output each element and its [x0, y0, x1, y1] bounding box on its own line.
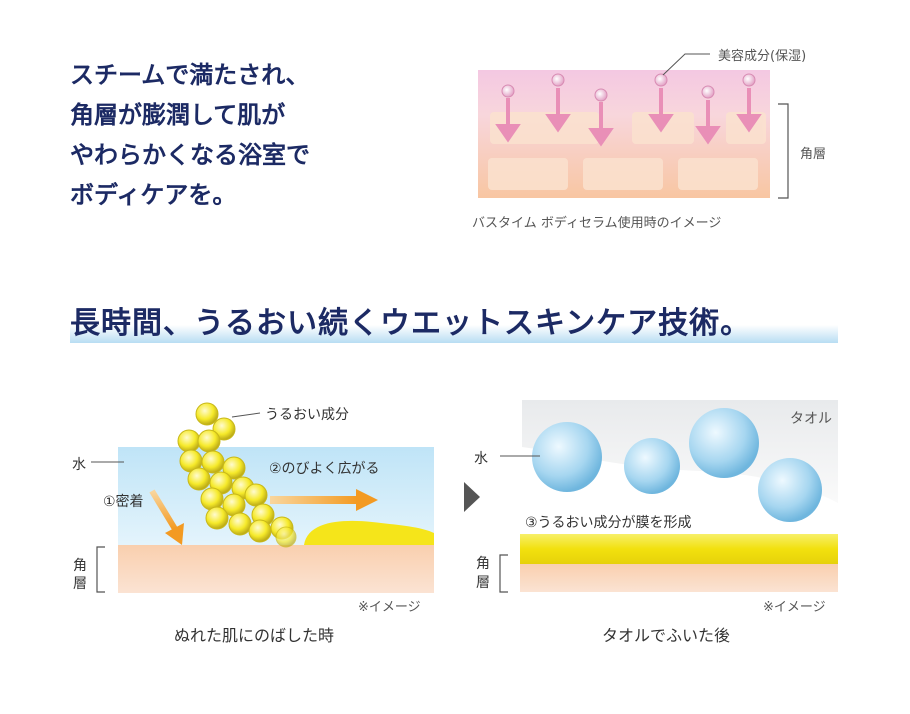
- layer-label-right-1: 角: [476, 556, 490, 572]
- layer-label-right-2: 層: [476, 575, 490, 591]
- step2-label: ②のびよく広がる: [269, 461, 380, 477]
- headline: 長時間、うるおい続くウエットスキンケア技術。: [70, 306, 752, 341]
- water-drop-3: [689, 408, 759, 478]
- water-label-left: 水: [72, 457, 86, 473]
- ingredient-arrows: [495, 73, 762, 147]
- skin-layer-band: [118, 545, 434, 593]
- step1-label: ①密着: [103, 494, 144, 510]
- moisture-label: うるおい成分: [265, 407, 349, 423]
- top-layer-label: 角層: [800, 147, 827, 162]
- intro-line-4: ボディケアを。: [70, 180, 237, 209]
- ingredient-label: 美容成分(保湿): [718, 49, 807, 64]
- step2-arrow: [270, 489, 378, 511]
- skin-layer-band-right: [520, 564, 838, 592]
- top-diagram-caption: バスタイム ボディセラム使用時のイメージ: [472, 216, 722, 231]
- layer-label-left-2: 層: [73, 576, 87, 592]
- layer-label-left-1: 角: [73, 558, 87, 574]
- moisture-film: [520, 534, 838, 564]
- layer-bracket-right: [499, 554, 508, 593]
- intro-line-3: やわらかくなる浴室で: [70, 140, 310, 169]
- next-arrow-icon: [464, 482, 480, 512]
- spread-film: [304, 520, 434, 545]
- moisture-balls: [177, 402, 297, 548]
- headline-highlight: [70, 325, 838, 343]
- left-caption: ぬれた肌にのばした時: [174, 626, 335, 645]
- top-skin-diagram: [478, 53, 789, 199]
- towel-shape: [522, 400, 838, 503]
- intro-line-2: 角層が膨潤して肌が: [70, 100, 286, 129]
- ingredient-leader-line: [662, 53, 710, 76]
- water-drop-1: [532, 422, 602, 492]
- layer-bracket: [778, 103, 789, 199]
- image-note-right: ※イメージ: [763, 600, 826, 615]
- water-label-right: 水: [474, 451, 488, 467]
- right-caption: タオルでふいた後: [602, 626, 731, 645]
- image-note-left: ※イメージ: [358, 600, 421, 615]
- moisture-leader-line: [231, 412, 261, 418]
- step3-label: ③うるおい成分が膜を形成: [525, 515, 692, 531]
- intro-text: スチームで満たされ、 角層が膨潤して肌が やわらかくなる浴室で ボディケアを。: [70, 55, 450, 215]
- layer-bracket-left: [96, 546, 105, 593]
- left-panel-diagram: [91, 402, 434, 593]
- water-drop-4: [758, 458, 822, 522]
- water-drop-2: [624, 438, 680, 494]
- right-panel-diagram: [499, 400, 838, 593]
- towel-label: タオル: [790, 411, 832, 427]
- step1-arrow: [149, 489, 184, 545]
- intro-line-1: スチームで満たされ、: [70, 60, 310, 89]
